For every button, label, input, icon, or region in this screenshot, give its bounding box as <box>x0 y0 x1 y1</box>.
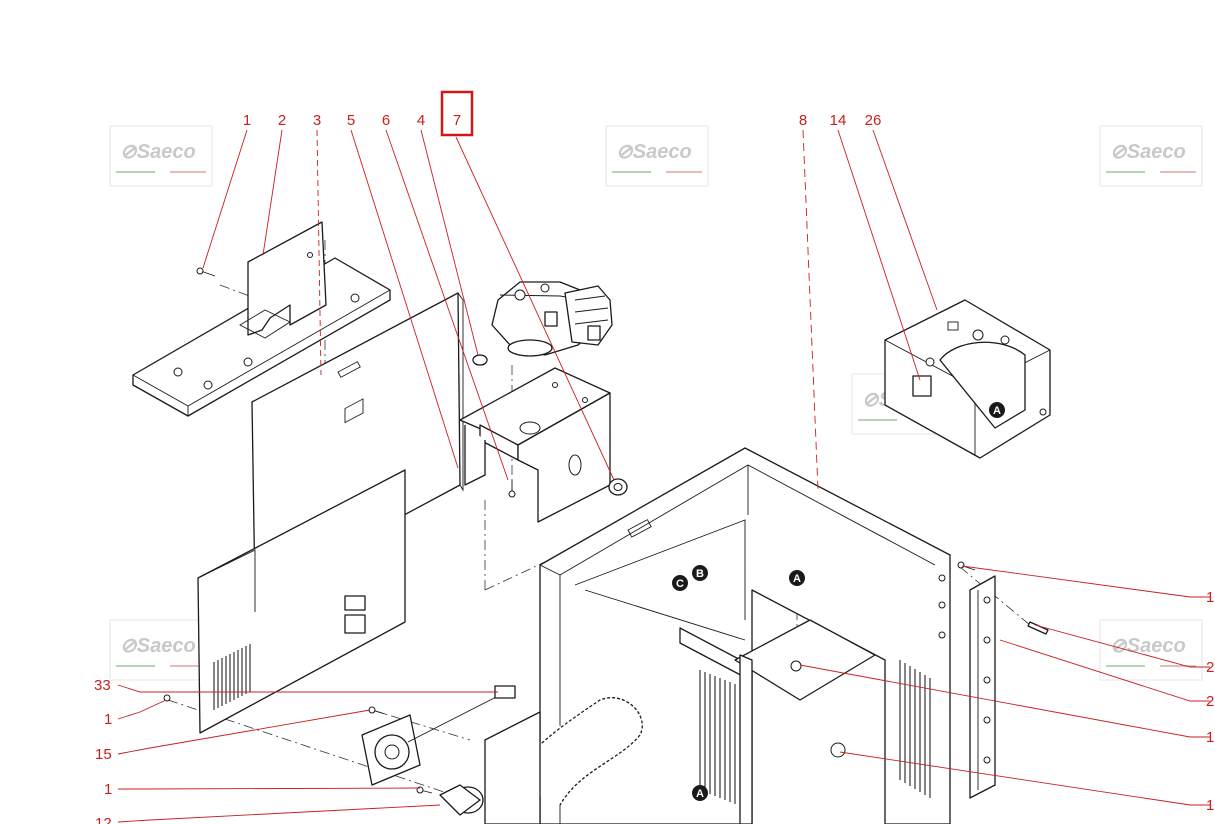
saeco-watermark: ⊘Saeco <box>605 125 709 187</box>
callout-33: 33 <box>94 677 111 694</box>
drawer-panel <box>484 711 541 824</box>
screw <box>163 694 171 702</box>
callout-1: 1 <box>1206 797 1214 814</box>
callout-1: 1 <box>104 711 112 728</box>
lower-casing <box>197 398 406 734</box>
fan-duct <box>439 784 484 816</box>
pump-bracket <box>459 367 611 523</box>
marker-a: A <box>692 785 708 801</box>
callout-2: 2 <box>1206 693 1214 710</box>
callout-26: 26 <box>865 112 882 129</box>
side-rail <box>969 575 996 799</box>
nut <box>472 354 488 366</box>
callout-7: 7 <box>453 112 461 129</box>
marker-a: A <box>789 570 805 586</box>
callout-8: 8 <box>799 112 807 129</box>
saeco-watermark: ⊘Saeco <box>1099 125 1203 187</box>
fan <box>361 714 421 786</box>
screw <box>196 267 216 277</box>
saeco-watermark: ⊘Saeco <box>109 619 213 681</box>
callout-highlight-box <box>440 90 474 137</box>
callout-12: 12 <box>95 815 112 824</box>
callout-1: 1 <box>1206 729 1214 746</box>
callout-2: 2 <box>1206 659 1214 676</box>
marker-c: C <box>672 575 688 591</box>
top-bracket <box>132 221 391 417</box>
svg-text:A: A <box>696 788 704 800</box>
svg-text:⊘Saeco: ⊘Saeco <box>120 141 196 163</box>
svg-text:⊘Saeco: ⊘Saeco <box>1110 141 1186 163</box>
callout-1: 1 <box>1206 589 1214 606</box>
grommet <box>608 478 628 496</box>
screw <box>368 706 386 715</box>
callout-1: 1 <box>104 781 112 798</box>
callout-2: 2 <box>278 112 286 129</box>
screw <box>416 786 433 794</box>
marker-b: B <box>692 565 708 581</box>
svg-text:B: B <box>696 568 704 580</box>
svg-text:A: A <box>993 405 1001 417</box>
svg-text:C: C <box>676 578 684 590</box>
callout-14: 14 <box>830 112 847 129</box>
wire-harness <box>407 685 516 743</box>
main-frame <box>539 447 951 824</box>
saeco-watermark: ⊘Saeco <box>1099 619 1203 681</box>
callout-3: 3 <box>313 112 321 129</box>
callout-6: 6 <box>382 112 390 129</box>
callout-1: 1 <box>243 112 251 129</box>
callout-4: 4 <box>417 112 425 129</box>
screw <box>957 561 976 571</box>
marker-a: A <box>989 402 1005 418</box>
pump-assembly <box>491 281 613 357</box>
leader-lines <box>117 129 1210 823</box>
vent-grille <box>699 660 931 804</box>
svg-text:A: A <box>793 573 801 585</box>
saeco-watermark: ⊘Saeco <box>109 125 213 187</box>
callout-labels: 1 2 3 5 6 4 7 8 14 26 33 1 15 1 12 1 2 2… <box>94 90 1214 824</box>
callout-15: 15 <box>95 746 112 763</box>
svg-text:⊘Saeco: ⊘Saeco <box>120 635 196 657</box>
svg-text:⊘Saeco: ⊘Saeco <box>1110 635 1186 657</box>
callout-5: 5 <box>347 112 355 129</box>
screw <box>508 480 516 498</box>
svg-text:⊘Saeco: ⊘Saeco <box>616 141 692 163</box>
